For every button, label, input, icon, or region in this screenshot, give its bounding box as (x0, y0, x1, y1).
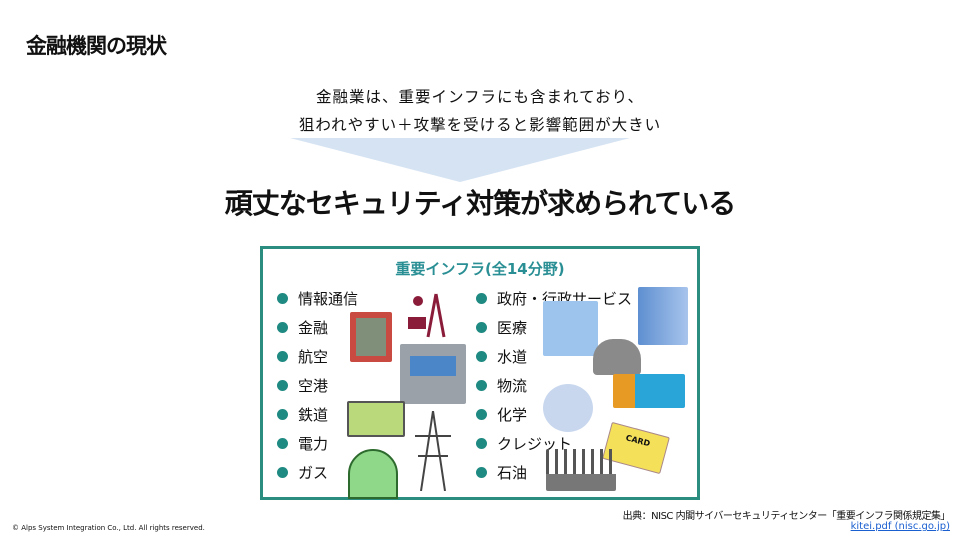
oil-refinery-illustration (546, 449, 616, 491)
infra-item: 金融 (277, 317, 328, 337)
government-building-illustration (638, 287, 688, 345)
infra-item-label: 石油 (497, 463, 528, 482)
headline: 頑丈なセキュリティ対策が求められている (224, 187, 736, 220)
infra-item-label: 化学 (497, 405, 528, 424)
infrastructure-panel: 重要インフラ(全14分野) 情報通信金融航空空港鉄道電力ガス 政府・行政サービス… (260, 246, 700, 500)
gas-tank-illustration (348, 449, 398, 499)
bullet-icon (476, 321, 487, 333)
infra-item-label: 航空 (298, 347, 329, 366)
infra-item: 航空 (277, 346, 328, 366)
infra-item: 情報通信 (277, 288, 358, 308)
bullet-icon (476, 466, 487, 478)
telecom-tower-illustration (406, 289, 454, 339)
bullet-icon (476, 379, 487, 391)
lead-line-1: 金融業は、重要インフラにも含まれており、 (316, 88, 644, 106)
hospital-illustration (543, 301, 598, 356)
infra-item-label: クレジット (497, 434, 573, 453)
infra-item-label: 電力 (298, 434, 329, 453)
chemical-plant-illustration (543, 384, 593, 432)
infra-item: 石油 (476, 462, 527, 482)
infra-item: 鉄道 (277, 404, 328, 424)
infra-item: 電力 (277, 433, 328, 453)
lead-line-2: 狙われやすい＋攻撃を受けると影響範囲が大きい (298, 116, 662, 134)
infra-item: 物流 (476, 375, 527, 395)
infra-item-label: 鉄道 (298, 405, 329, 424)
infra-item: クレジット (476, 433, 572, 453)
infra-item: 空港 (277, 375, 328, 395)
bullet-icon (277, 466, 288, 478)
infra-item-label: 情報通信 (298, 289, 359, 308)
infra-item: 医療 (476, 317, 527, 337)
infra-item: 化学 (476, 404, 527, 424)
infra-item-label: ガス (298, 463, 329, 482)
source-citation: 出典：NISC 内閣サイバーセキュリティセンター「重要インフラ関係規定集」 (622, 511, 951, 522)
airport-illustration (400, 344, 466, 404)
infra-item-label: 空港 (298, 376, 329, 395)
power-tower-illustration (413, 410, 453, 492)
bullet-icon (476, 437, 487, 449)
atm-illustration (350, 312, 392, 362)
bullet-icon (476, 408, 487, 420)
infra-item: 水道 (476, 346, 527, 366)
infra-item-label: 政府・行政サービス (497, 289, 633, 308)
train-illustration (347, 401, 405, 437)
bullet-icon (277, 350, 288, 362)
infra-item-label: 医療 (497, 318, 528, 337)
source-link[interactable]: kitei.pdf (nisc.go.jp) (850, 521, 950, 532)
truck-illustration (613, 374, 685, 408)
bullet-icon (476, 350, 487, 362)
infra-item: ガス (277, 462, 328, 482)
infra-item-label: 水道 (497, 347, 528, 366)
bullet-icon (277, 379, 288, 391)
bullet-icon (277, 408, 288, 420)
infra-item-label: 物流 (497, 376, 528, 395)
copyright: © Alps System Integration Co., Ltd. All … (12, 524, 205, 532)
bullet-icon (476, 292, 487, 304)
down-arrow-icon (290, 138, 630, 182)
bullet-icon (277, 292, 288, 304)
infra-item: 政府・行政サービス (476, 288, 632, 308)
bullet-icon (277, 437, 288, 449)
slide-title: 金融機関の現状 (26, 34, 167, 58)
bullet-icon (277, 321, 288, 333)
infra-item-label: 金融 (298, 318, 329, 337)
panel-title: 重要インフラ(全14分野) (395, 260, 565, 278)
faucet-illustration (593, 339, 641, 375)
